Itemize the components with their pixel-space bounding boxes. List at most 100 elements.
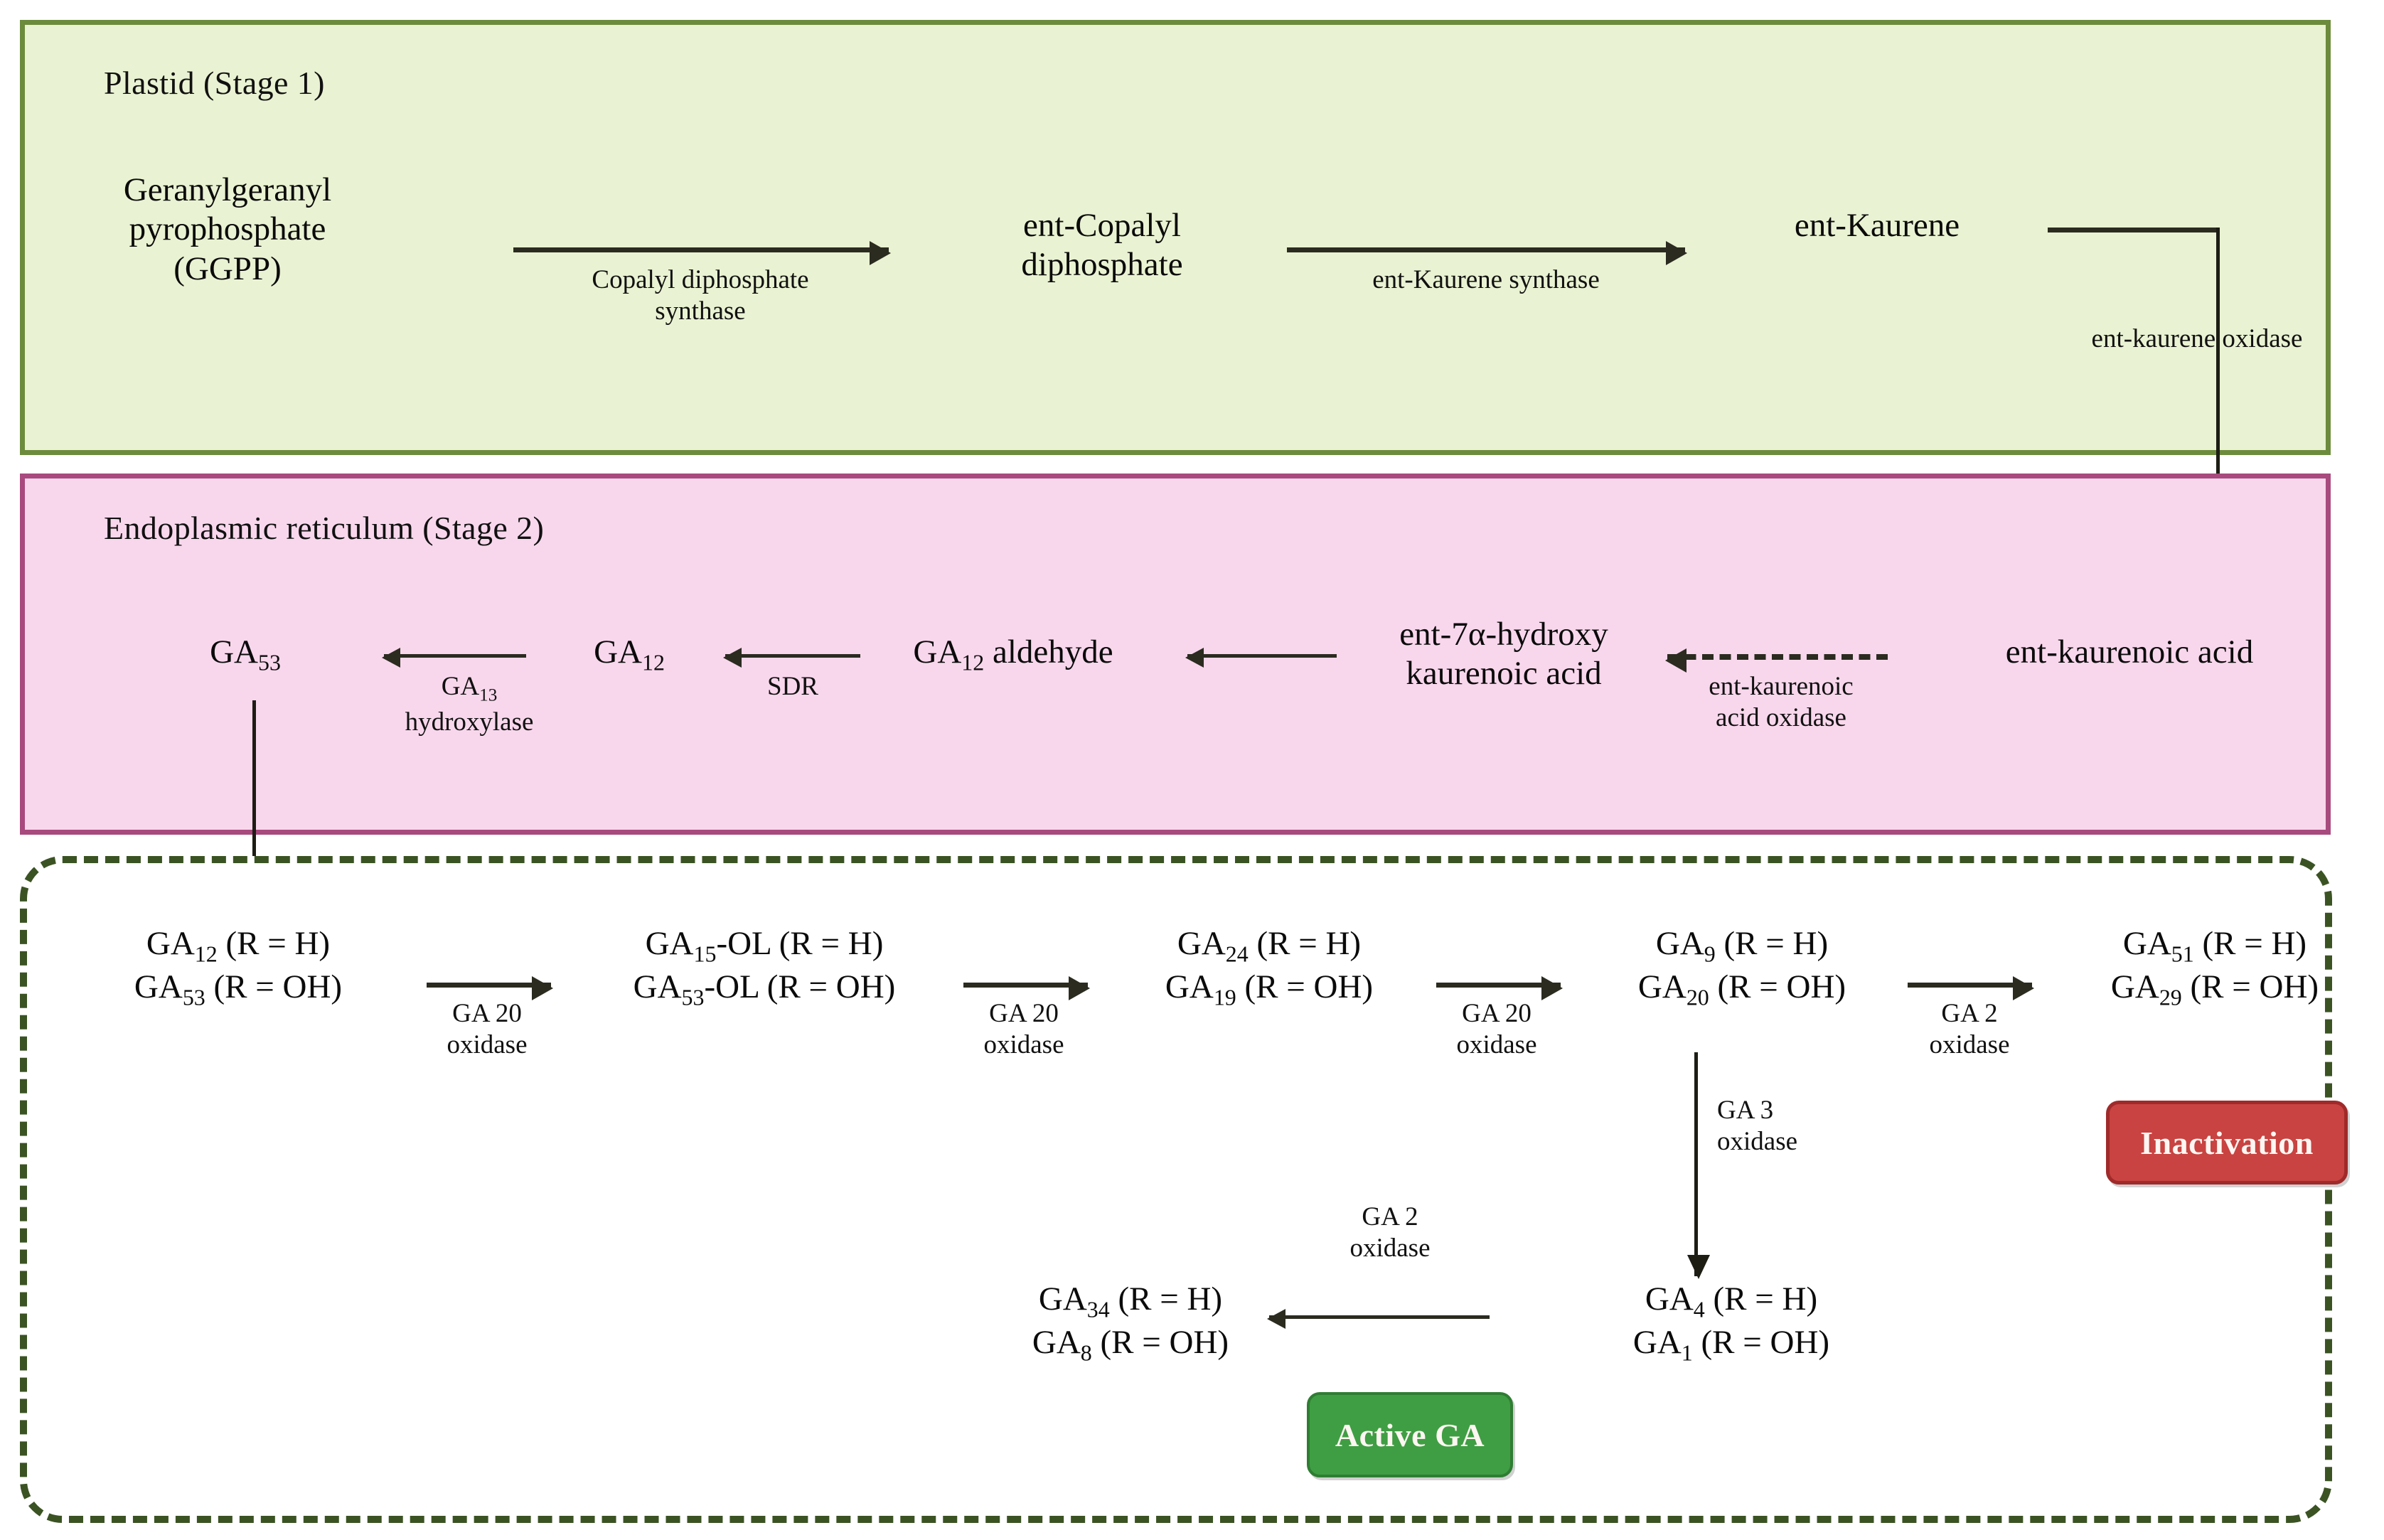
enz-ga2b-line1: GA 2 [1362,1202,1418,1231]
node-ggpp-line3: (GGPP) [173,250,282,287]
enzyme-ekao-line1: ent-kaurenoic [1709,672,1854,701]
arrow-ggpp-to-copalyl [513,241,891,265]
active-ga-badge: Active GA [1307,1392,1513,1477]
node-ent-kaurene: ent-Kaurene [1728,206,2026,245]
node-ga9-line1: GA9 (R = H) [1568,924,1916,968]
n3l2-sub: 19 [1213,985,1236,1010]
enzyme-ga13-sub: 13 [479,685,498,705]
arrow-ga12aldehyde-to-ga12 [723,648,860,668]
enz-ga3-line2: oxidase [1717,1127,1798,1157]
enz2-line2: oxidase [983,1030,1064,1060]
n4l1-base: GA [1655,925,1704,962]
enzyme-ent-kaurenoic-acid-oxidase: ent-kaurenoic acid oxidase [1664,671,1898,734]
n2l1-suffix: -OL (R = H) [716,925,884,962]
n1l1-sub: 12 [194,941,218,967]
node-ga4-ga1: GA4 (R = H) GA1 (R = OH) [1557,1280,1905,1367]
arrow-hydroxykaurenoic-to-ga12aldehyde [1185,648,1337,668]
n5l2-base: GA [2110,968,2159,1006]
enzyme-ent-kaurene-oxidase: ent-kaurene oxidase [1998,323,2384,355]
node-ga12-ga53-line1: GA12 (R = H) [68,924,409,968]
node-ga12-aldehyde: GA12 aldehyde [864,633,1162,676]
n3l2-base: GA [1165,968,1214,1006]
node-ga9-ga20: GA9 (R = H) GA20 (R = OH) [1568,924,1916,1011]
enz1-line1: GA 20 [452,999,522,1028]
enz2-line1: GA 20 [989,999,1059,1028]
node-ga29-line2: GA29 (R = OH) [2041,968,2384,1011]
arrow-kaurenoic-acid-to-hydroxykaurenoic [1665,648,1888,673]
elbow-horizontal-kaurene [2048,228,2218,232]
endoplasmic-reticulum-compartment [20,474,2331,835]
enzyme-ga13-hydroxylase: GA13 hydroxylase [359,671,579,738]
b1l2-sub: 8 [1080,1340,1092,1366]
b2l2-suffix: (R = OH) [1692,1324,1830,1362]
enzyme-sdr: SDR [722,671,864,702]
n2l2-sub: 53 [681,985,705,1010]
b2l1-suffix: (R = H) [1704,1280,1818,1317]
n4l2-sub: 20 [1686,985,1709,1010]
node-ga53ol-line2: GA53-OL (R = OH) [562,968,967,1011]
n4l1-sub: 9 [1704,941,1716,967]
enzyme-ga13-line1: GA13 [359,671,579,707]
node-ga12ald-suffix: aldehyde [984,633,1113,670]
n1l2-sub: 53 [182,985,205,1010]
node-ga4-line1: GA4 (R = H) [1557,1280,1905,1323]
arrow-row1-step3 [1436,976,1563,1000]
arrow-row1-step4 [1908,976,2034,1000]
enz3-line1: GA 20 [1462,999,1532,1028]
n5l2-sub: 29 [2159,985,2182,1010]
enz-ga2b-line2: oxidase [1349,1234,1431,1263]
n1l1-base: GA [146,925,195,962]
enzyme-sdr-label: SDR [767,672,818,701]
enzyme-ga13-base: GA [441,672,480,701]
node-ga20-line2: GA20 (R = OH) [1568,968,1916,1011]
enz-ga3-line1: GA 3 [1717,1096,1774,1125]
n5l2-suffix: (R = OH) [2181,968,2319,1006]
node-ga19-line2: GA19 (R = OH) [1095,968,1443,1011]
n2l2-suffix: -OL (R = OH) [704,968,896,1006]
arrow-row1-step2 [963,976,1090,1000]
ga-conversion-compartment [20,856,2332,1523]
node-ga15ol-ga53ol: GA15-OL (R = H) GA53-OL (R = OH) [562,924,967,1011]
node-ga34-ga8: GA34 (R = H) GA8 (R = OH) [988,1280,1273,1367]
plastid-title: Plastid (Stage 1) [104,65,325,101]
b1l2-base: GA [1032,1324,1081,1362]
enzyme-ga20-oxidase-1: GA 20 oxidase [409,998,565,1062]
node-ggpp-line1: Geranylgeranyl [123,171,332,208]
enzyme-ga2-oxidase-1: GA 2 oxidase [1891,998,2048,1062]
n5l1-base: GA [2122,925,2171,962]
node-ga8-line2: GA8 (R = OH) [988,1323,1273,1367]
enzyme-ga13-line2: hydroxylase [405,707,534,737]
plastid-compartment [20,20,2331,455]
node-ga51-ga29: GA51 (R = H) GA29 (R = OH) [2041,924,2384,1011]
node-ga24-line1: GA24 (R = H) [1095,924,1443,968]
b1l1-suffix: (R = H) [1109,1280,1223,1317]
endoplasmic-reticulum-title: Endoplasmic reticulum (Stage 2) [104,510,545,546]
node-ga51-line1: GA51 (R = H) [2041,924,2384,968]
enz4-line1: GA 2 [1941,999,1998,1028]
node-ent-copalyl-diphosphate: ent-Copalyl diphosphate [953,206,1251,285]
n3l1-sub: 24 [1225,941,1249,967]
n1l1-suffix: (R = H) [217,925,331,962]
n1l2-base: GA [134,968,183,1006]
b1l2-suffix: (R = OH) [1091,1324,1229,1362]
arrow-copalyl-to-kaurene [1287,241,1687,265]
node-ga53-base: GA [210,633,258,670]
node-ga1-line2: GA1 (R = OH) [1557,1323,1905,1367]
node-ggpp-line2: pyrophosphate [129,210,326,248]
node-eka-label: ent-kaurenoic acid [2005,633,2254,670]
node-ga12-ga53: GA12 (R = H) GA53 (R = OH) [68,924,409,1011]
n3l1-base: GA [1177,925,1226,962]
node-ga53: GA53 [153,633,338,676]
b1l1-base: GA [1038,1280,1087,1317]
enzyme-ga2-oxidase-2: GA 2 oxidase [1308,1202,1472,1265]
b2l2-base: GA [1632,1324,1682,1362]
node-ga12ald-base: GA [913,633,962,670]
node-ga12-base: GA [594,633,642,670]
node-ecdp-line1: ent-Copalyl [1023,207,1181,244]
n3l2-suffix: (R = OH) [1236,968,1374,1006]
enzyme-eks-line1: ent-Kaurene synthase [1372,265,1600,294]
arrow-ga4-to-ga34 [1267,1309,1490,1329]
arrow-ga20-to-ga4 [1687,1052,1710,1279]
n2l1-sub: 15 [693,941,717,967]
b2l1-sub: 4 [1693,1297,1705,1322]
